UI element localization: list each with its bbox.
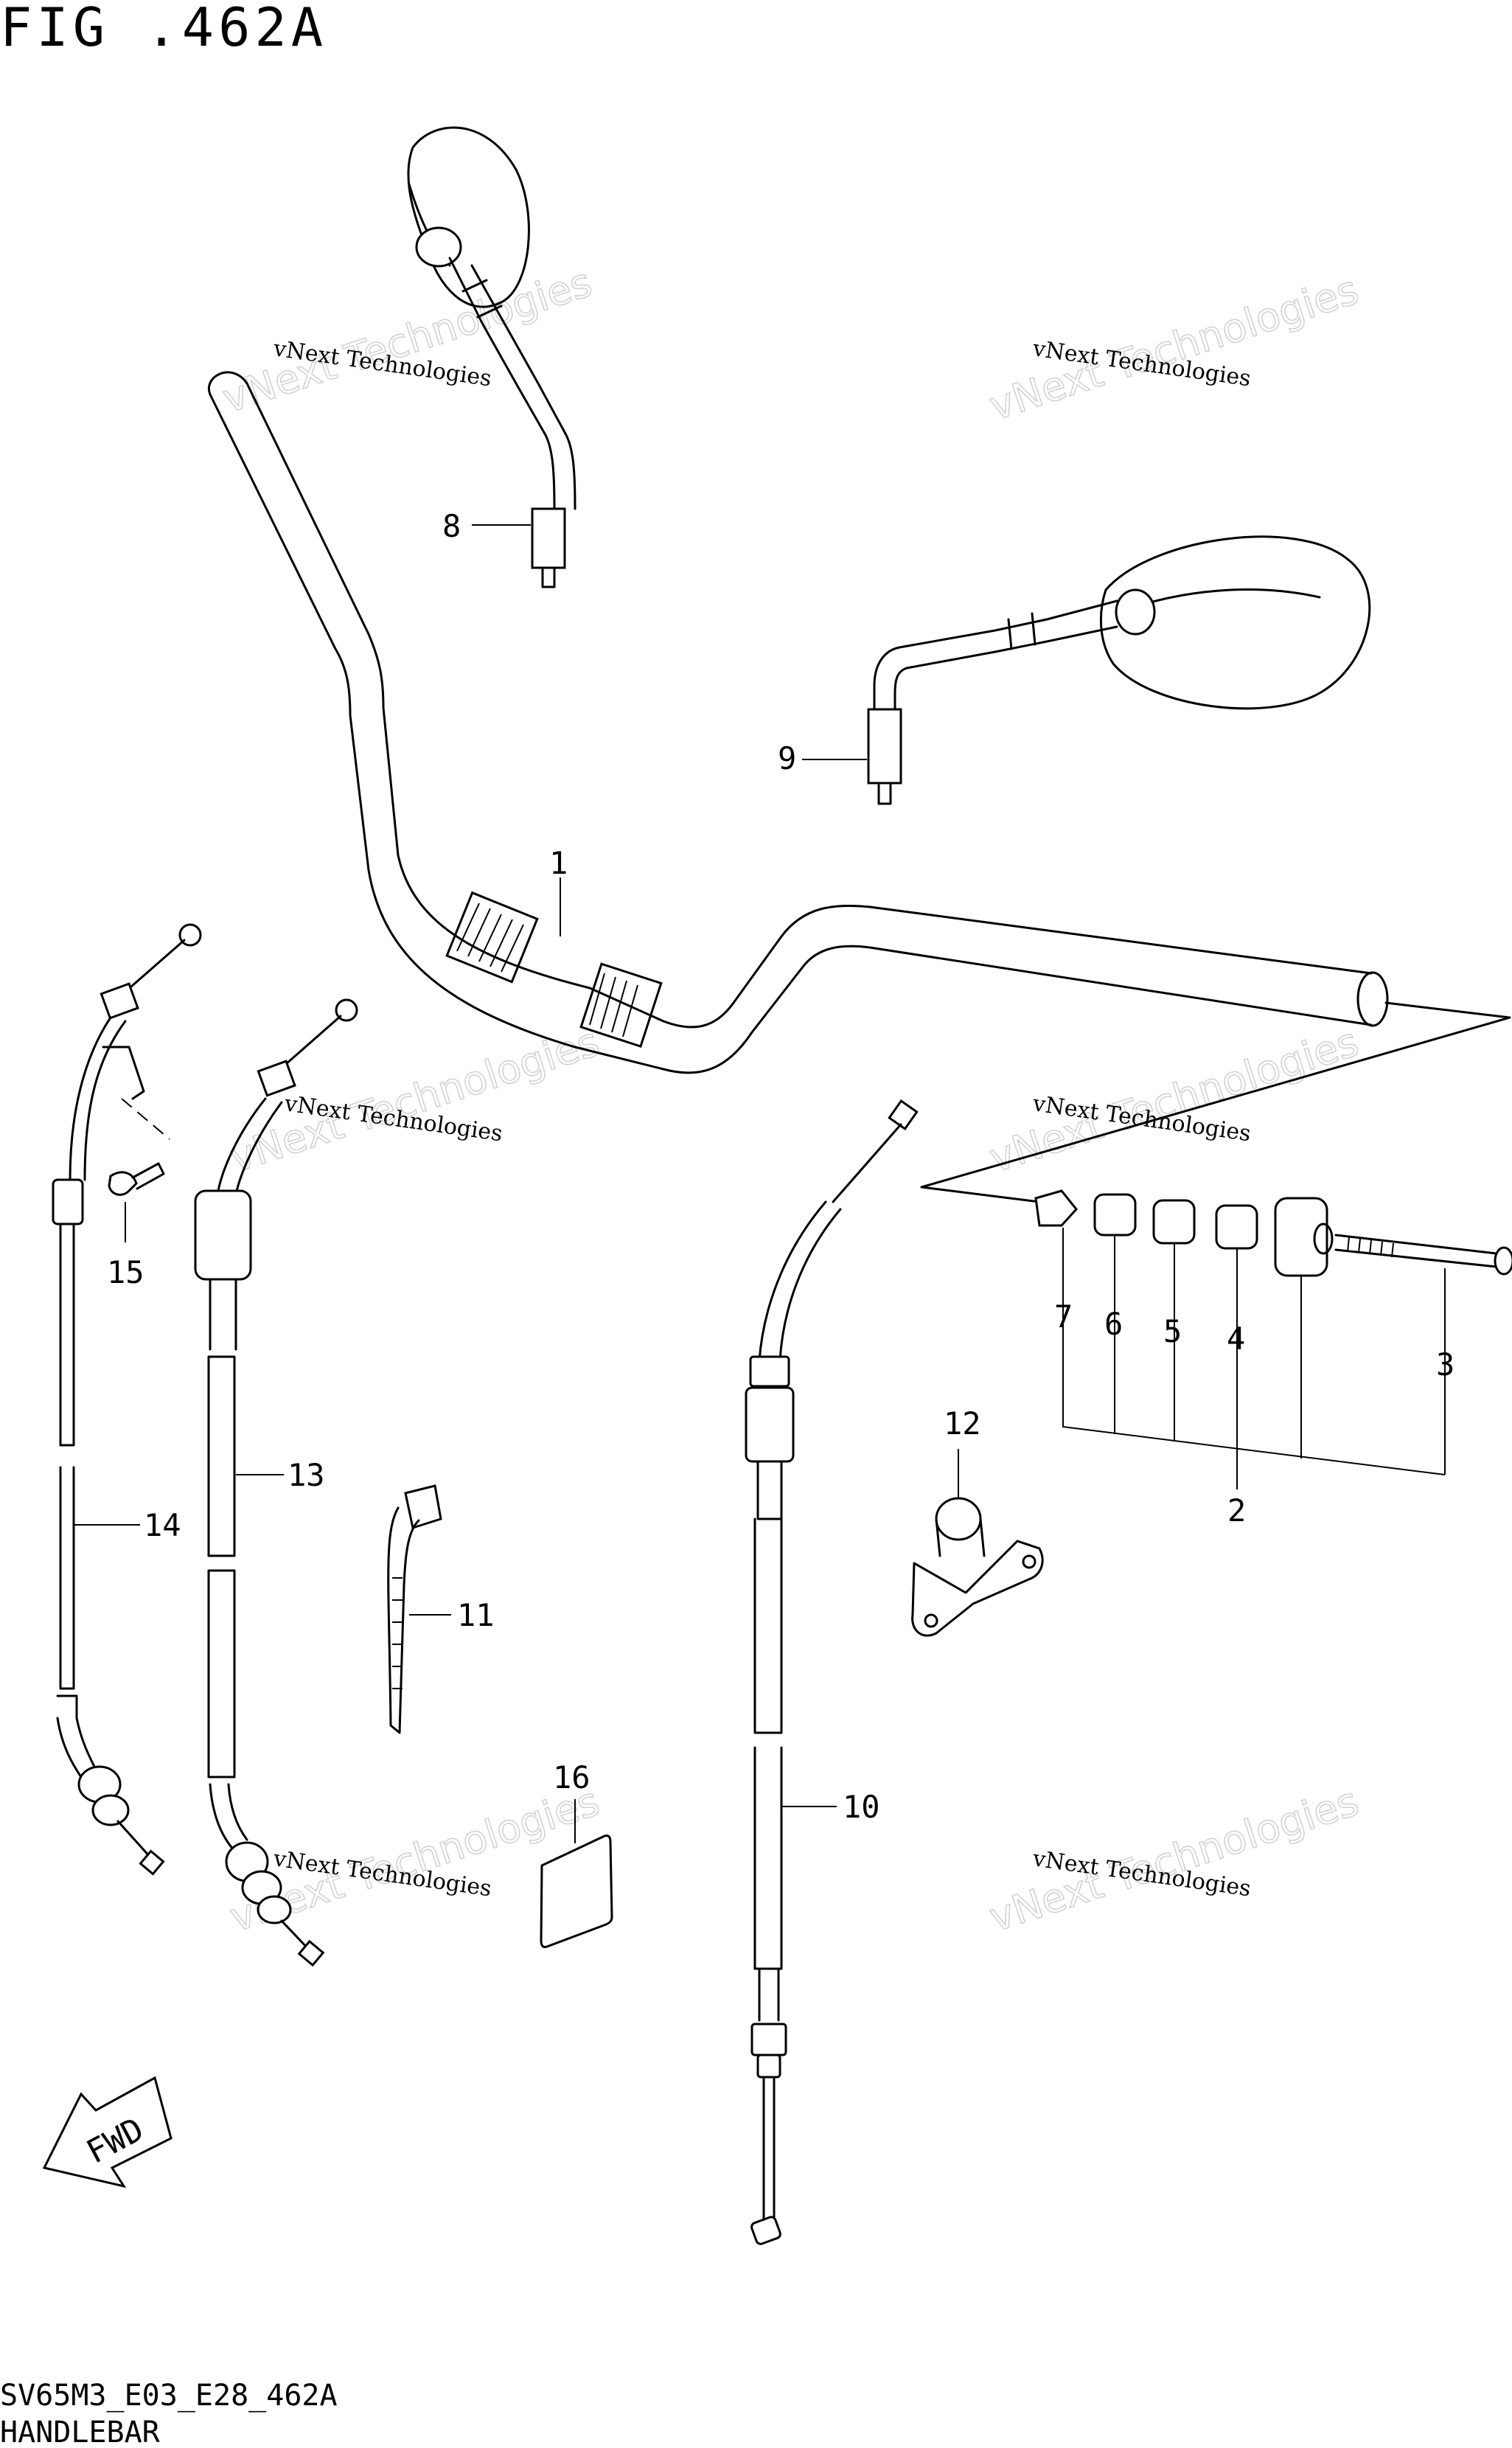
callout-14: 14 [144,1507,181,1543]
figure-name: HANDLEBAR [0,2416,161,2448]
callout-7: 7 [1054,1298,1073,1335]
callout-2: 2 [1227,1492,1246,1529]
callout-4: 4 [1227,1321,1245,1357]
figure-code: SV65M3_E03_E28_462A [0,2379,338,2413]
callout-1: 1 [549,845,568,881]
fwd-arrow-icon: FWD [42,2076,173,2188]
part-2-balancer-assembly [920,1001,1512,1489]
callout-16: 16 [553,1759,590,1795]
part-1-handlebar [207,371,1389,1074]
part-9-right-mirror [867,535,1371,805]
callout-12: 12 [944,1405,981,1442]
callout-3: 3 [1436,1346,1454,1383]
figure-title: FIG .462A [0,0,327,58]
watermark-mid-left: vNext Technologies vNext Technologies [224,1018,605,1182]
watermark-top-right: vNext Technologies vNext Technologies [983,265,1365,430]
part-12-bracket [911,1497,1044,1637]
watermark-bottom-right: vNext Technologies vNext Technologies [983,1777,1365,1941]
watermark-mid-right: vNext Technologies vNext Technologies [983,1018,1365,1182]
leader-lines [74,524,959,1843]
callout-10: 10 [843,1789,880,1825]
callout-5: 5 [1163,1313,1182,1349]
callout-13: 13 [288,1457,325,1493]
part-16-label [540,1835,613,1948]
part-8-left-mirror [407,126,576,588]
watermark-top-left: vNext Technologies vNext Technologies [217,258,598,423]
callout-11: 11 [457,1597,495,1633]
part-13-throttle-cable [194,998,358,1967]
callout-6: 6 [1104,1306,1123,1342]
callout-9: 9 [778,740,796,776]
part-11-cable-tie [387,1484,442,1734]
part-14-throttle-cable [52,923,202,1876]
callout-8: 8 [442,508,461,544]
part-10-clutch-cable [745,1099,919,2245]
callout-15: 15 [107,1254,144,1290]
svg-text:vNext Technologies: vNext Technologies [225,1018,605,1181]
